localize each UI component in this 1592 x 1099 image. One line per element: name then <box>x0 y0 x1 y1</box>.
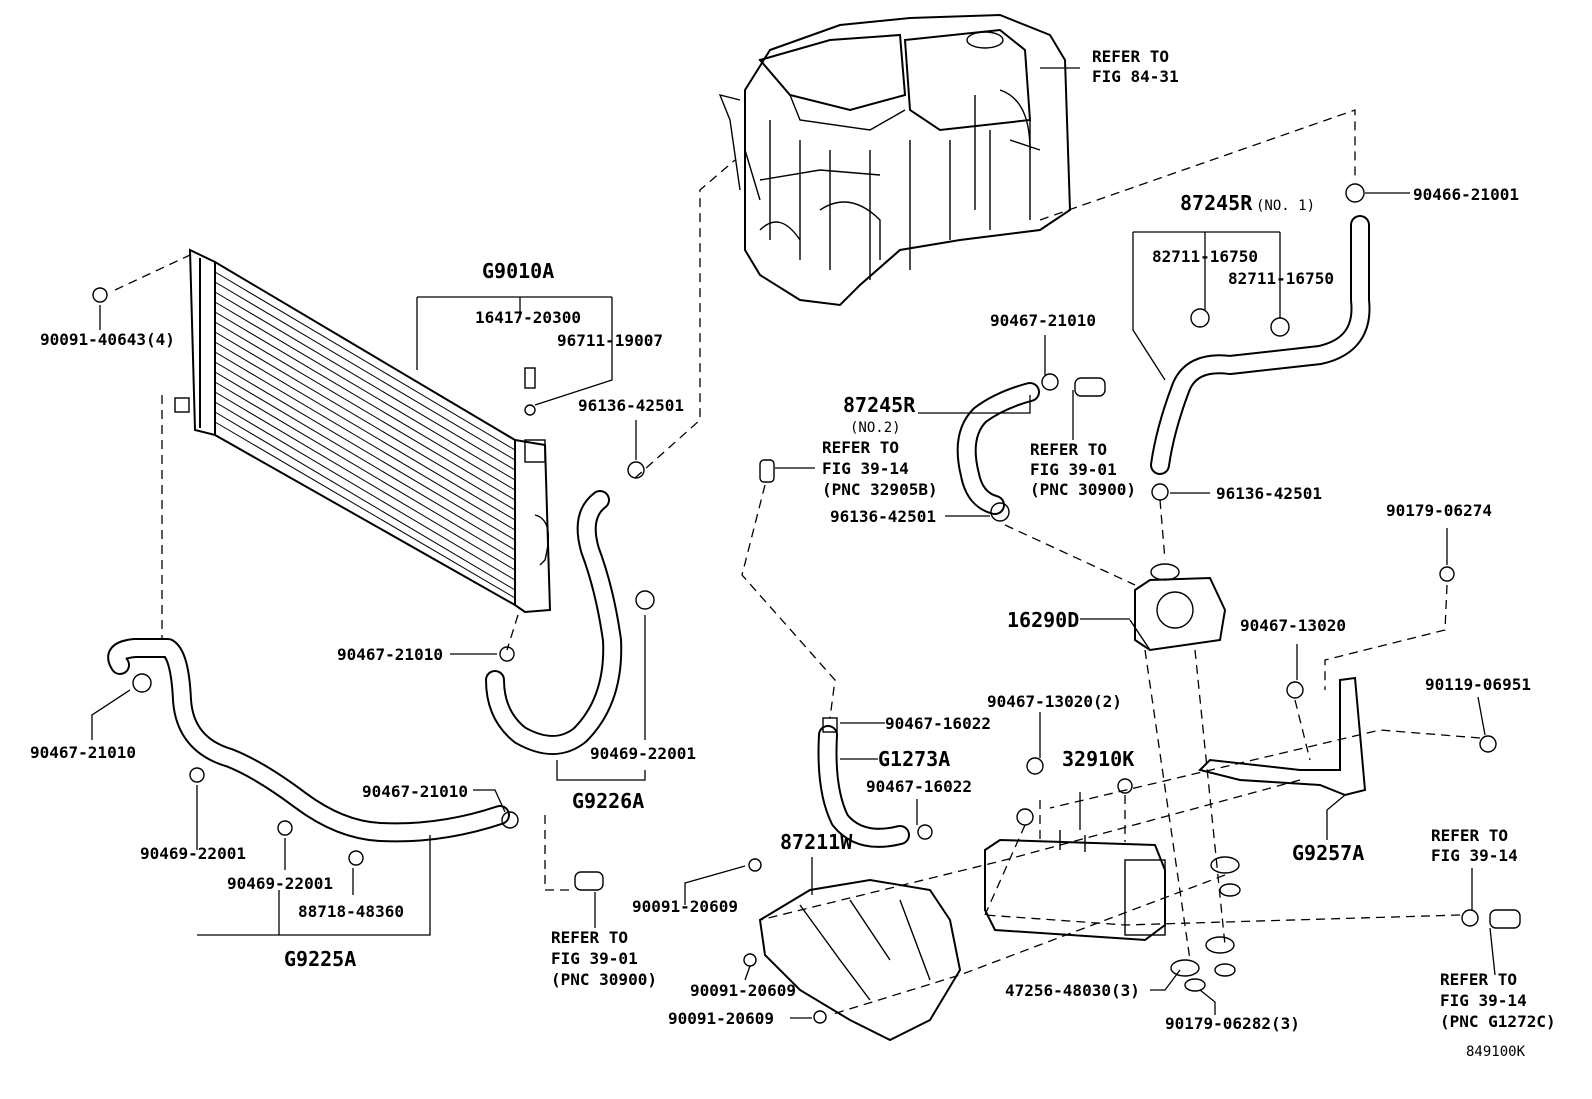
label-96136-42501-mid: 96136-42501 <box>830 507 936 526</box>
label-90466-21001: 90466-21001 <box>1413 185 1519 204</box>
label-90467-13020: 90467-13020 <box>1240 616 1346 635</box>
hose-87245r-no1 <box>1150 215 1371 475</box>
label-87211w: 87211W <box>780 830 853 854</box>
label-90469-22001-b: 90469-22001 <box>227 874 333 893</box>
label-refer-39-14-r2-line1: REFER TO <box>1440 970 1517 989</box>
inverter-assembly <box>718 13 1072 307</box>
inverter-cooler <box>984 830 1166 942</box>
leader-lines <box>91 67 1496 1019</box>
label-g1273a: G1273A <box>878 747 950 771</box>
label-82711-16750-b: 82711-16750 <box>1228 269 1334 288</box>
label-refer-39-01-bot-line2: FIG 39-01 <box>551 949 638 968</box>
label-refer-39-01-top-line2: FIG 39-01 <box>1030 460 1117 479</box>
hose-g9226a <box>485 490 623 755</box>
water-pump <box>1129 563 1227 652</box>
undercover-87211w <box>758 878 962 1042</box>
label-87245r-no2: 87245R <box>843 393 916 417</box>
label-refer-39-14-r1-line2: FIG 39-14 <box>1431 846 1518 865</box>
hose-g1273a <box>817 725 910 848</box>
label-refer-39-14-line3: (PNC 32905B) <box>822 480 938 499</box>
label-refer-84-31-line1: REFER TO <box>1092 47 1169 66</box>
label-96136-42501-left: 96136-42501 <box>578 396 684 415</box>
label-refer-39-14-line2: FIG 39-14 <box>822 459 909 478</box>
label-90091-20609-c: 90091-20609 <box>668 1009 774 1028</box>
label-g9226a: G9226A <box>572 789 644 813</box>
label-90467-16022-b: 90467-16022 <box>866 777 972 796</box>
label-90119-06951: 90119-06951 <box>1425 675 1531 694</box>
diagram-id: 849100K <box>1466 1044 1526 1060</box>
label-16290d: 16290D <box>1007 608 1079 632</box>
label-refer-39-14-line1: REFER TO <box>822 438 899 457</box>
label-90467-13020-2: 90467-13020(2) <box>987 692 1122 711</box>
label-82711-16750-a: 82711-16750 <box>1152 247 1258 266</box>
label-96136-42501-right: 96136-42501 <box>1216 484 1322 503</box>
label-g9257a: G9257A <box>1292 841 1364 865</box>
part-labels: REFER TO FIG 84-31 90466-21001 87245R (N… <box>30 47 1556 1060</box>
label-g9010a: G9010A <box>482 259 554 283</box>
label-refer-39-01-top-line1: REFER TO <box>1030 440 1107 459</box>
label-90091-20609-a: 90091-20609 <box>632 897 738 916</box>
label-refer-84-31-line2: FIG 84-31 <box>1092 67 1179 86</box>
radiator-fins <box>214 271 516 599</box>
label-90091-20609-b: 90091-20609 <box>690 981 796 1000</box>
label-refer-39-01-bot-line3: (PNC 30900) <box>551 970 657 989</box>
label-32910k: 32910K <box>1062 747 1134 771</box>
label-refer-39-14-r2-line3: (PNC G1272C) <box>1440 1012 1556 1031</box>
label-90469-22001-a: 90469-22001 <box>140 844 246 863</box>
clamps <box>92 183 1497 1024</box>
label-90469-22001-right: 90469-22001 <box>590 744 696 763</box>
label-90467-16022-a: 90467-16022 <box>885 714 991 733</box>
label-no1: (NO. 1) <box>1256 198 1315 214</box>
radiator <box>174 248 552 614</box>
label-90179-06282: 90179-06282(3) <box>1165 1014 1300 1033</box>
label-96711-19007: 96711-19007 <box>557 331 663 350</box>
label-no2: (NO.2) <box>850 420 901 436</box>
label-refer-39-14-r1-line1: REFER TO <box>1431 826 1508 845</box>
label-90467-21010-mid: 90467-21010 <box>337 645 443 664</box>
hose-g9225a <box>107 638 510 843</box>
label-g9225a: G9225A <box>284 947 356 971</box>
label-16417-20300: 16417-20300 <box>475 308 581 327</box>
label-90467-21010-top: 90467-21010 <box>990 311 1096 330</box>
dashed-guides <box>114 109 1481 1016</box>
label-90467-21010-low: 90467-21010 <box>362 782 468 801</box>
label-refer-39-01-bot-line1: REFER TO <box>551 928 628 947</box>
bracket-g9257a <box>1198 676 1367 797</box>
label-90091-40643: 90091-40643(4) <box>40 330 175 349</box>
label-87245r-no1: 87245R <box>1180 191 1253 215</box>
pipe-stubs <box>574 377 1521 929</box>
label-88718-48360: 88718-48360 <box>298 902 404 921</box>
label-47256-48030: 47256-48030(3) <box>1005 981 1140 1000</box>
label-refer-39-14-r2-line2: FIG 39-14 <box>1440 991 1527 1010</box>
label-90179-06274: 90179-06274 <box>1386 501 1492 520</box>
hose-87245r-no2 <box>956 382 1040 515</box>
label-refer-39-01-top-line3: (PNC 30900) <box>1030 480 1136 499</box>
label-90467-21010-left: 90467-21010 <box>30 743 136 762</box>
